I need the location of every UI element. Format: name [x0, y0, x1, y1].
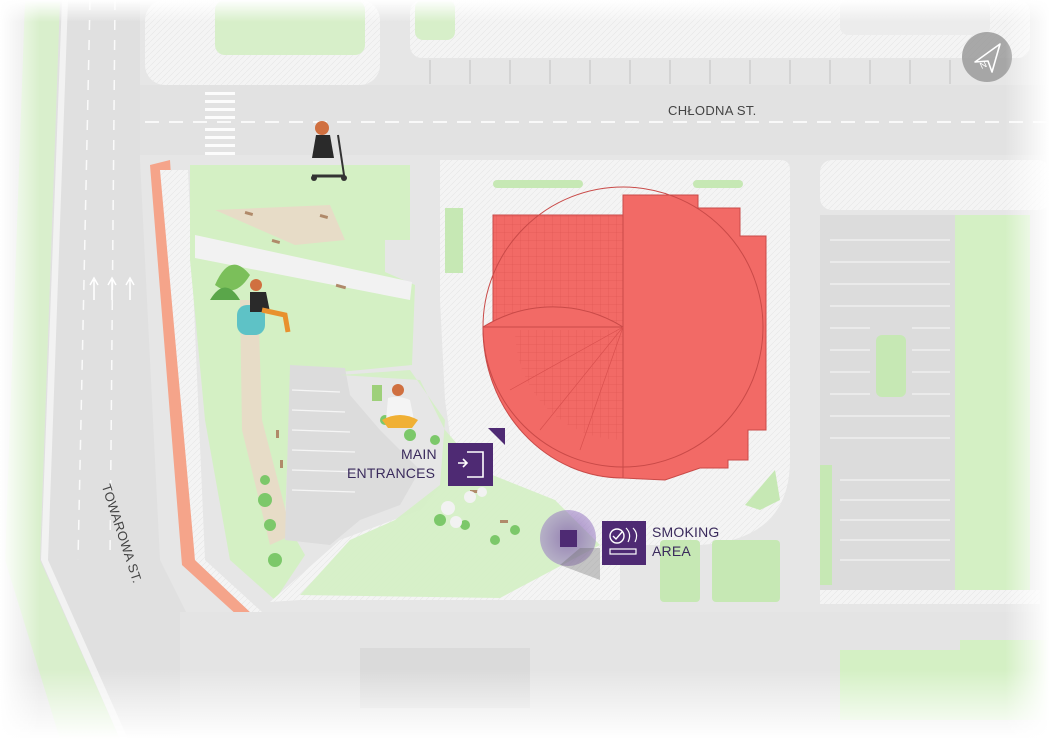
lane-arrows [89, 276, 135, 300]
trees [258, 415, 520, 567]
side-parking [285, 365, 420, 545]
umbrellas [441, 487, 487, 528]
seated-person-illustration [210, 264, 291, 335]
benches [244, 210, 508, 523]
arena-building [482, 186, 767, 481]
street-label-chlodna: CHŁODNA ST. [668, 103, 757, 118]
towarowa-road [40, 0, 250, 739]
scooter-rider-illustration [311, 121, 347, 181]
smoking-area-label-line1: SMOKING [652, 524, 720, 540]
smoking-icon [602, 521, 646, 565]
park-trail [240, 300, 292, 545]
reading-person-illustration [372, 384, 418, 428]
main-entrances-label-line1: MAIN [401, 446, 437, 462]
east-sidewalk [820, 160, 1050, 210]
entrance-door-icon [448, 443, 493, 486]
smoking-area-marker [560, 530, 577, 547]
top-lawn [215, 0, 365, 55]
chlodna-road [140, 85, 1050, 155]
smoking-area-label-line2: AREA [652, 543, 691, 559]
north-arrow-icon [962, 32, 1012, 82]
main-entrances-label-line2: ENTRANCES [347, 465, 436, 481]
crosswalk [205, 92, 235, 155]
entrance-marker [488, 428, 505, 445]
